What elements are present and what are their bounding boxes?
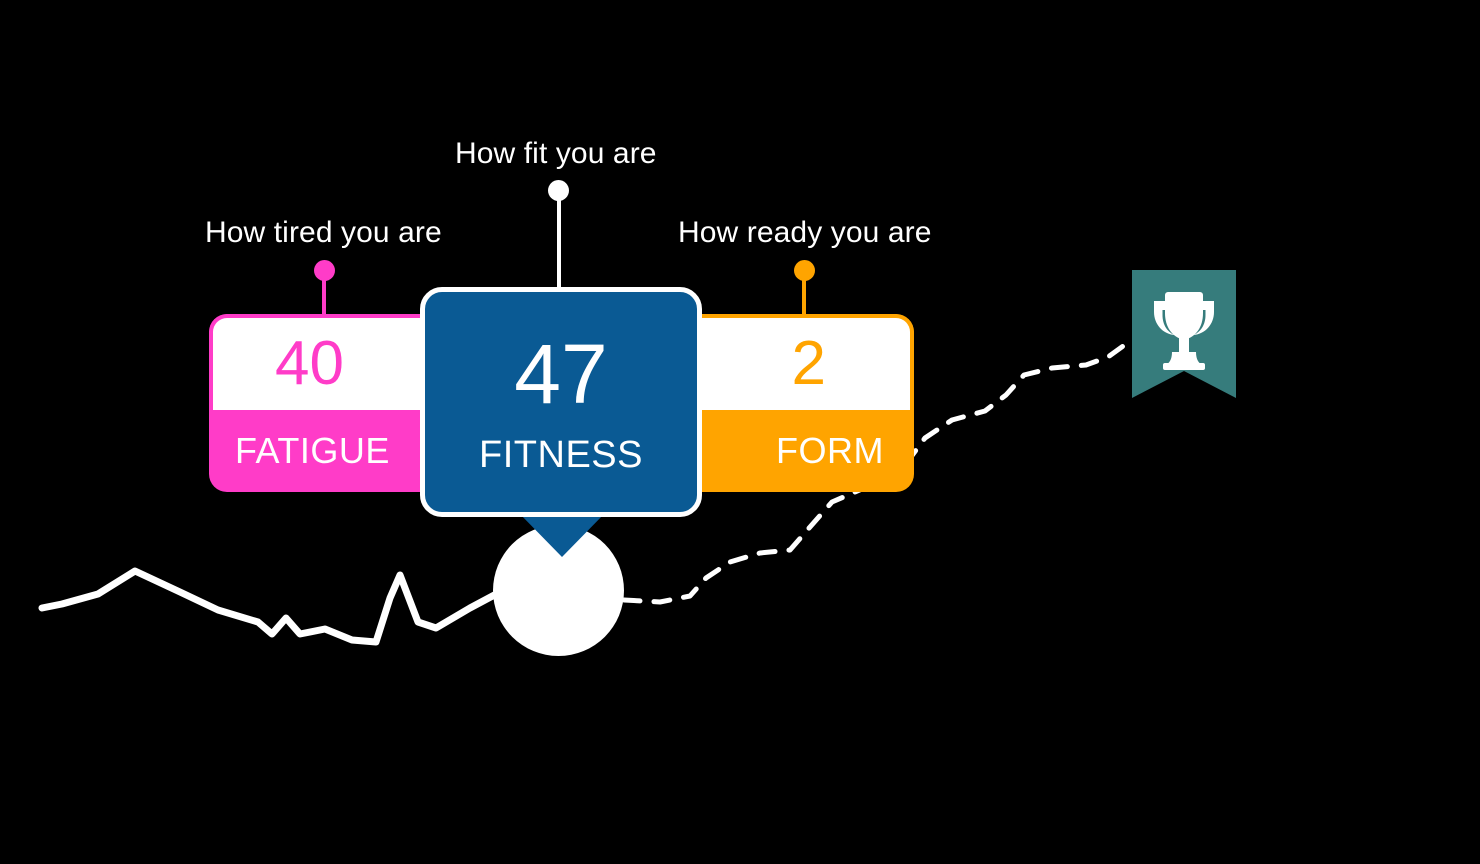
metric-value-row-fatigue: 40	[209, 314, 445, 410]
metric-value-fitness: 47	[514, 327, 608, 421]
metric-caption-form: FORM	[776, 430, 884, 471]
metric-card-fatigue[interactable]: 40 FATIGUE	[209, 314, 445, 492]
trophy-badge[interactable]	[1132, 270, 1236, 398]
metric-card-fitness-wrapper: 47 FITNESS	[420, 287, 702, 557]
metric-card-fitness[interactable]: 47 FITNESS	[420, 287, 702, 517]
callout-label-fitness: How fit you are	[455, 137, 657, 170]
connector-dot-form	[794, 260, 815, 281]
metric-caption-fatigue: FATIGUE	[235, 430, 390, 471]
callout-label-fatigue: How tired you are	[205, 216, 442, 249]
connector-stem-form	[802, 272, 806, 318]
metric-caption-fitness: FITNESS	[479, 434, 643, 476]
connector-stem-fatigue	[322, 272, 326, 318]
connector-dot-fatigue	[314, 260, 335, 281]
connector-stem-fitness	[557, 193, 561, 297]
metric-card-form[interactable]: 2 FORM	[678, 314, 914, 492]
metric-value-row-form: 2	[678, 314, 914, 410]
metric-value-fatigue: 40	[275, 329, 344, 398]
metric-value-form: 2	[791, 329, 826, 398]
trophy-icon	[1154, 292, 1214, 370]
metric-caption-row-fatigue: FATIGUE	[209, 410, 445, 492]
metric-caption-row-form: FORM	[678, 410, 914, 492]
fitness-history-line	[38, 567, 531, 646]
connector-dot-fitness	[548, 180, 569, 201]
metric-card-fitness-pointer	[517, 511, 607, 557]
callout-label-form: How ready you are	[678, 216, 932, 249]
